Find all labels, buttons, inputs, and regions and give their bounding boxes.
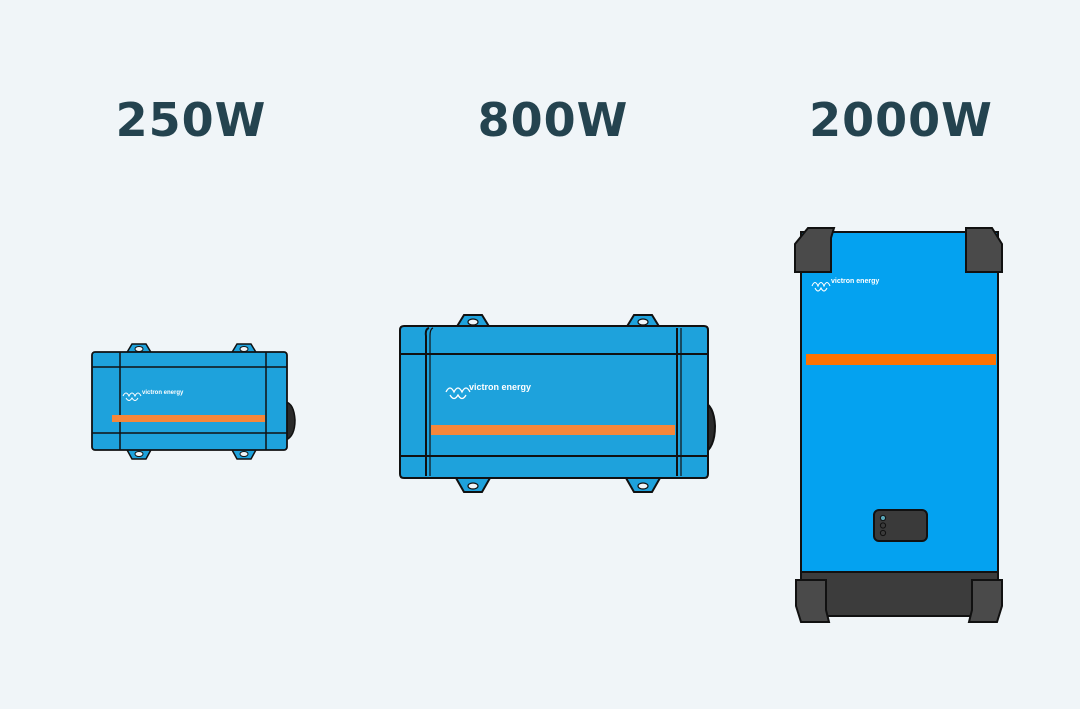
brand-logo-250w: victron energy bbox=[142, 390, 184, 396]
inverter-250w: victron energy bbox=[88, 340, 300, 465]
brand-logo-800w: victron energy bbox=[469, 382, 532, 392]
brand-logo-2000w: victron energy bbox=[831, 278, 880, 285]
label-2000w: 2000W bbox=[809, 93, 993, 147]
inverter-250w-illustration bbox=[91, 343, 296, 460]
inverter-2000w: victron energy bbox=[790, 224, 1008, 626]
inverter-800w: victron energy bbox=[394, 310, 718, 498]
label-250w: 250W bbox=[115, 93, 267, 147]
inverter-800w-illustration bbox=[399, 314, 717, 493]
label-800w: 800W bbox=[477, 93, 629, 147]
inverter-2000w-illustration bbox=[794, 227, 1003, 623]
